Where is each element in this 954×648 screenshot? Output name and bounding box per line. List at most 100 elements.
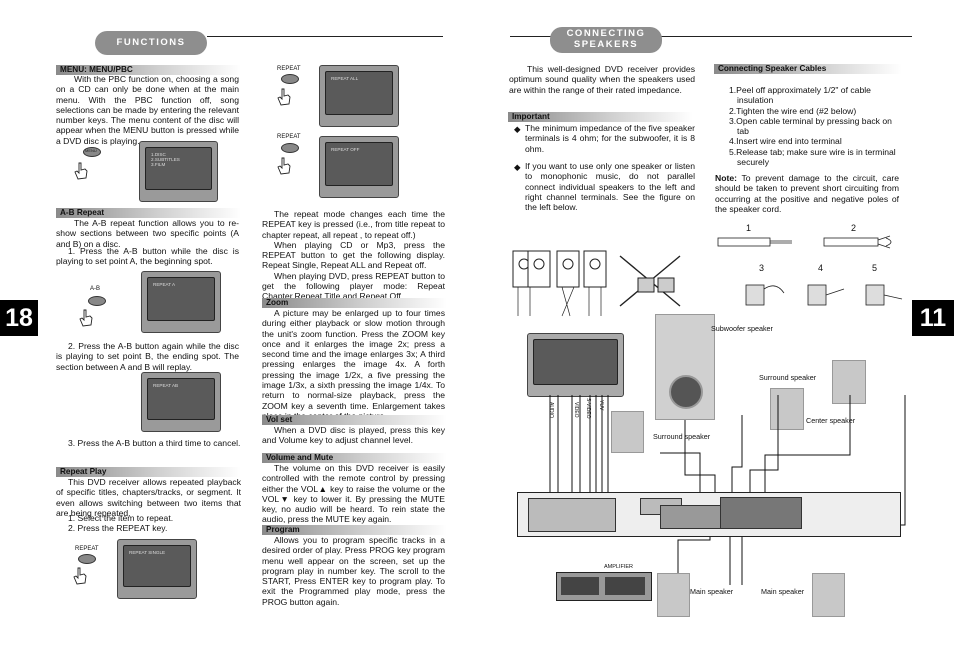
cable-step-5: 5.Release tab; make sure wire is in term…: [729, 146, 896, 168]
repeat-mode-text: The repeat mode changes each time the RE…: [262, 209, 445, 302]
main-speaker-right: [812, 573, 845, 617]
terminal-steps-figure: [745, 284, 903, 306]
jack-video-label: VIDEO: [573, 402, 579, 418]
volset-text: When a DVD disc is played, press this ke…: [262, 425, 445, 446]
tv-screen-text: REPEAT SINGLE: [129, 550, 166, 555]
intro-paragraph: This well-designed DVD receiver provides…: [509, 64, 695, 95]
ab-repeat-text2: 1. Press the A-B button while the disc i…: [56, 246, 239, 267]
cable-wire-figure: [717, 235, 892, 249]
tv-repeat-a-display: REPEAT A: [141, 271, 221, 333]
repeat-play-step2: 2. Press the REPEAT key.: [68, 523, 168, 534]
menu-pbc-heading: MENU: MENU/PBC: [56, 65, 241, 75]
dvd-receiver-back-panel: [517, 492, 901, 537]
hand-pointer-icon: [73, 567, 87, 585]
functions-title: FUNCTIONS: [116, 37, 186, 48]
menu-pbc-paragraph: With the PBC function on, choosing a son…: [56, 74, 239, 146]
repeat-mode-paragraph2: When playing CD or Mp3, press the REPEAT…: [262, 239, 445, 271]
jack-audio-label: AUDIO: [548, 402, 554, 418]
volume-mute-paragraph: The volume on this DVD receiver is easil…: [262, 463, 445, 525]
center-speaker-label: Center speaker: [806, 416, 856, 425]
ab-button: [88, 296, 106, 306]
ab-repeat-text3: 2. Press the A-B button again while the …: [56, 341, 239, 372]
jack-svideo-label: S-VIDEO: [585, 398, 591, 419]
bullet-dot: ◆: [514, 162, 521, 172]
ab-repeat-paragraph1: The A-B repeat function allows you to re…: [56, 218, 239, 249]
volset-heading: Vol set: [262, 415, 447, 425]
panel-jack-block: [528, 498, 616, 532]
repeat-play-paragraph: This DVD receiver allows repeated playba…: [56, 477, 241, 518]
connection-tv: [527, 333, 624, 397]
tv-repeat-single-display: REPEAT SINGLE: [117, 539, 197, 599]
tv-menu-display: 1.DISC 2.SUBTITLES 3.FILM: [139, 141, 218, 202]
right-header-rule: [510, 36, 912, 37]
program-text: Allows you to program specific tracks in…: [262, 535, 445, 607]
fig-number-4: 4: [818, 263, 824, 273]
amplifier-unit: [556, 572, 652, 601]
volset-paragraph: When a DVD disc is played, press this ke…: [262, 425, 445, 446]
functions-title-pill: FUNCTIONS: [95, 31, 207, 55]
ab-repeat-paragraph3: 2. Press the A-B button again while the …: [56, 341, 239, 372]
main-speaker-left-label: Main speaker: [690, 587, 734, 596]
tv-screen: 1.DISC 2.SUBTITLES 3.FILM: [145, 147, 212, 190]
connecting-speakers-title-pill: CONNECTING SPEAKERS: [550, 27, 662, 53]
center-speaker: [770, 388, 804, 430]
tv-screen: REPEAT AB: [147, 378, 215, 420]
connecting-title-line1: CONNECTING: [566, 28, 646, 39]
volume-mute-heading: Volume and Mute: [262, 453, 447, 463]
fig-number-2: 2: [851, 223, 857, 233]
fig-number-1: 1: [746, 223, 752, 233]
page-number-tab-left: 18: [0, 300, 38, 336]
repeat-button: [78, 554, 96, 564]
bullet-dot: ◆: [514, 124, 521, 134]
repeat-button-1: [281, 74, 299, 84]
zoom-heading: Zoom: [262, 298, 447, 308]
main-speaker-left: [657, 573, 690, 617]
tv-screen-text: 1.DISC 2.SUBTITLES 3.FILM: [151, 152, 180, 167]
left-header-rule: [207, 36, 443, 37]
note-text: Note: To prevent damage to the circuit, …: [715, 173, 899, 214]
surround-right-label: Surround speaker: [759, 373, 817, 382]
subwoofer-box: [655, 314, 715, 420]
tv-screen: REPEAT OFF: [325, 142, 393, 186]
repeat-button-2: [281, 143, 299, 153]
subwoofer-label: Subwoofer speaker: [711, 324, 773, 333]
tv-screen: REPEAT A: [147, 277, 215, 321]
cables-steps: 1.Peel off approximately 1/2" of cable i…: [729, 85, 901, 167]
program-paragraph: Allows you to program specific tracks in…: [262, 535, 445, 607]
surround-left-label: Surround speaker: [653, 432, 711, 441]
tv-screen-text: REPEAT AB: [153, 383, 179, 388]
repeat-button-label: REPEAT: [75, 546, 99, 552]
ab-repeat-heading: A-B Repeat: [56, 208, 241, 218]
page-number-tab-right: 11: [912, 300, 954, 336]
panel-speaker-terminals: [720, 497, 802, 529]
repeat-play-text: This DVD receiver allows repeated playba…: [56, 477, 241, 518]
important-bullet2: If you want to use only one speaker or l…: [525, 161, 695, 212]
tv-repeat-all-display: REPEAT ALL: [319, 65, 399, 127]
menu-button-label: MENU: [85, 148, 97, 153]
important-bullet2-text: If you want to use only one speaker or l…: [525, 161, 695, 213]
menu-pbc-text: With the PBC function on, choosing a son…: [56, 74, 239, 146]
cables-heading: Connecting Speaker Cables: [714, 64, 902, 74]
jack-yuv-label: YUV: [598, 400, 604, 411]
cable-step-4: 4.Insert wire end into terminal: [729, 136, 842, 147]
program-heading: Program: [262, 525, 447, 535]
speaker-parallel-figure: [512, 250, 681, 317]
repeat-button-label-2: REPEAT: [277, 134, 301, 140]
tv-screen: [533, 339, 618, 385]
fig-number-5: 5: [872, 263, 878, 273]
hand-pointer-icon: [277, 157, 291, 175]
important-heading: Important: [508, 112, 693, 122]
ab-repeat-paragraph2: 1. Press the A-B button while the disc i…: [56, 246, 239, 267]
ab-repeat-paragraph4: 3. Press the A-B button a third time to …: [68, 438, 241, 448]
cable-step-2: 2.Tighten the wire end (#2 below): [729, 105, 857, 116]
tv-screen-text: REPEAT OFF: [331, 147, 360, 152]
amplifier-deck: [561, 577, 599, 595]
cable-step-3: 3.Open cable terminal by pressing back o…: [729, 115, 892, 137]
tv-screen: REPEAT ALL: [325, 71, 393, 115]
fig-number-3: 3: [759, 263, 765, 273]
amplifier-deck: [605, 577, 645, 595]
tv-screen-text: REPEAT ALL: [331, 76, 359, 81]
intro-text: This well-designed DVD receiver provides…: [509, 64, 695, 95]
repeat-play-steps: 1. Select the item to repeat. 2. Press t…: [68, 513, 243, 534]
note-paragraph: Note: To prevent damage to the circuit, …: [715, 173, 899, 214]
